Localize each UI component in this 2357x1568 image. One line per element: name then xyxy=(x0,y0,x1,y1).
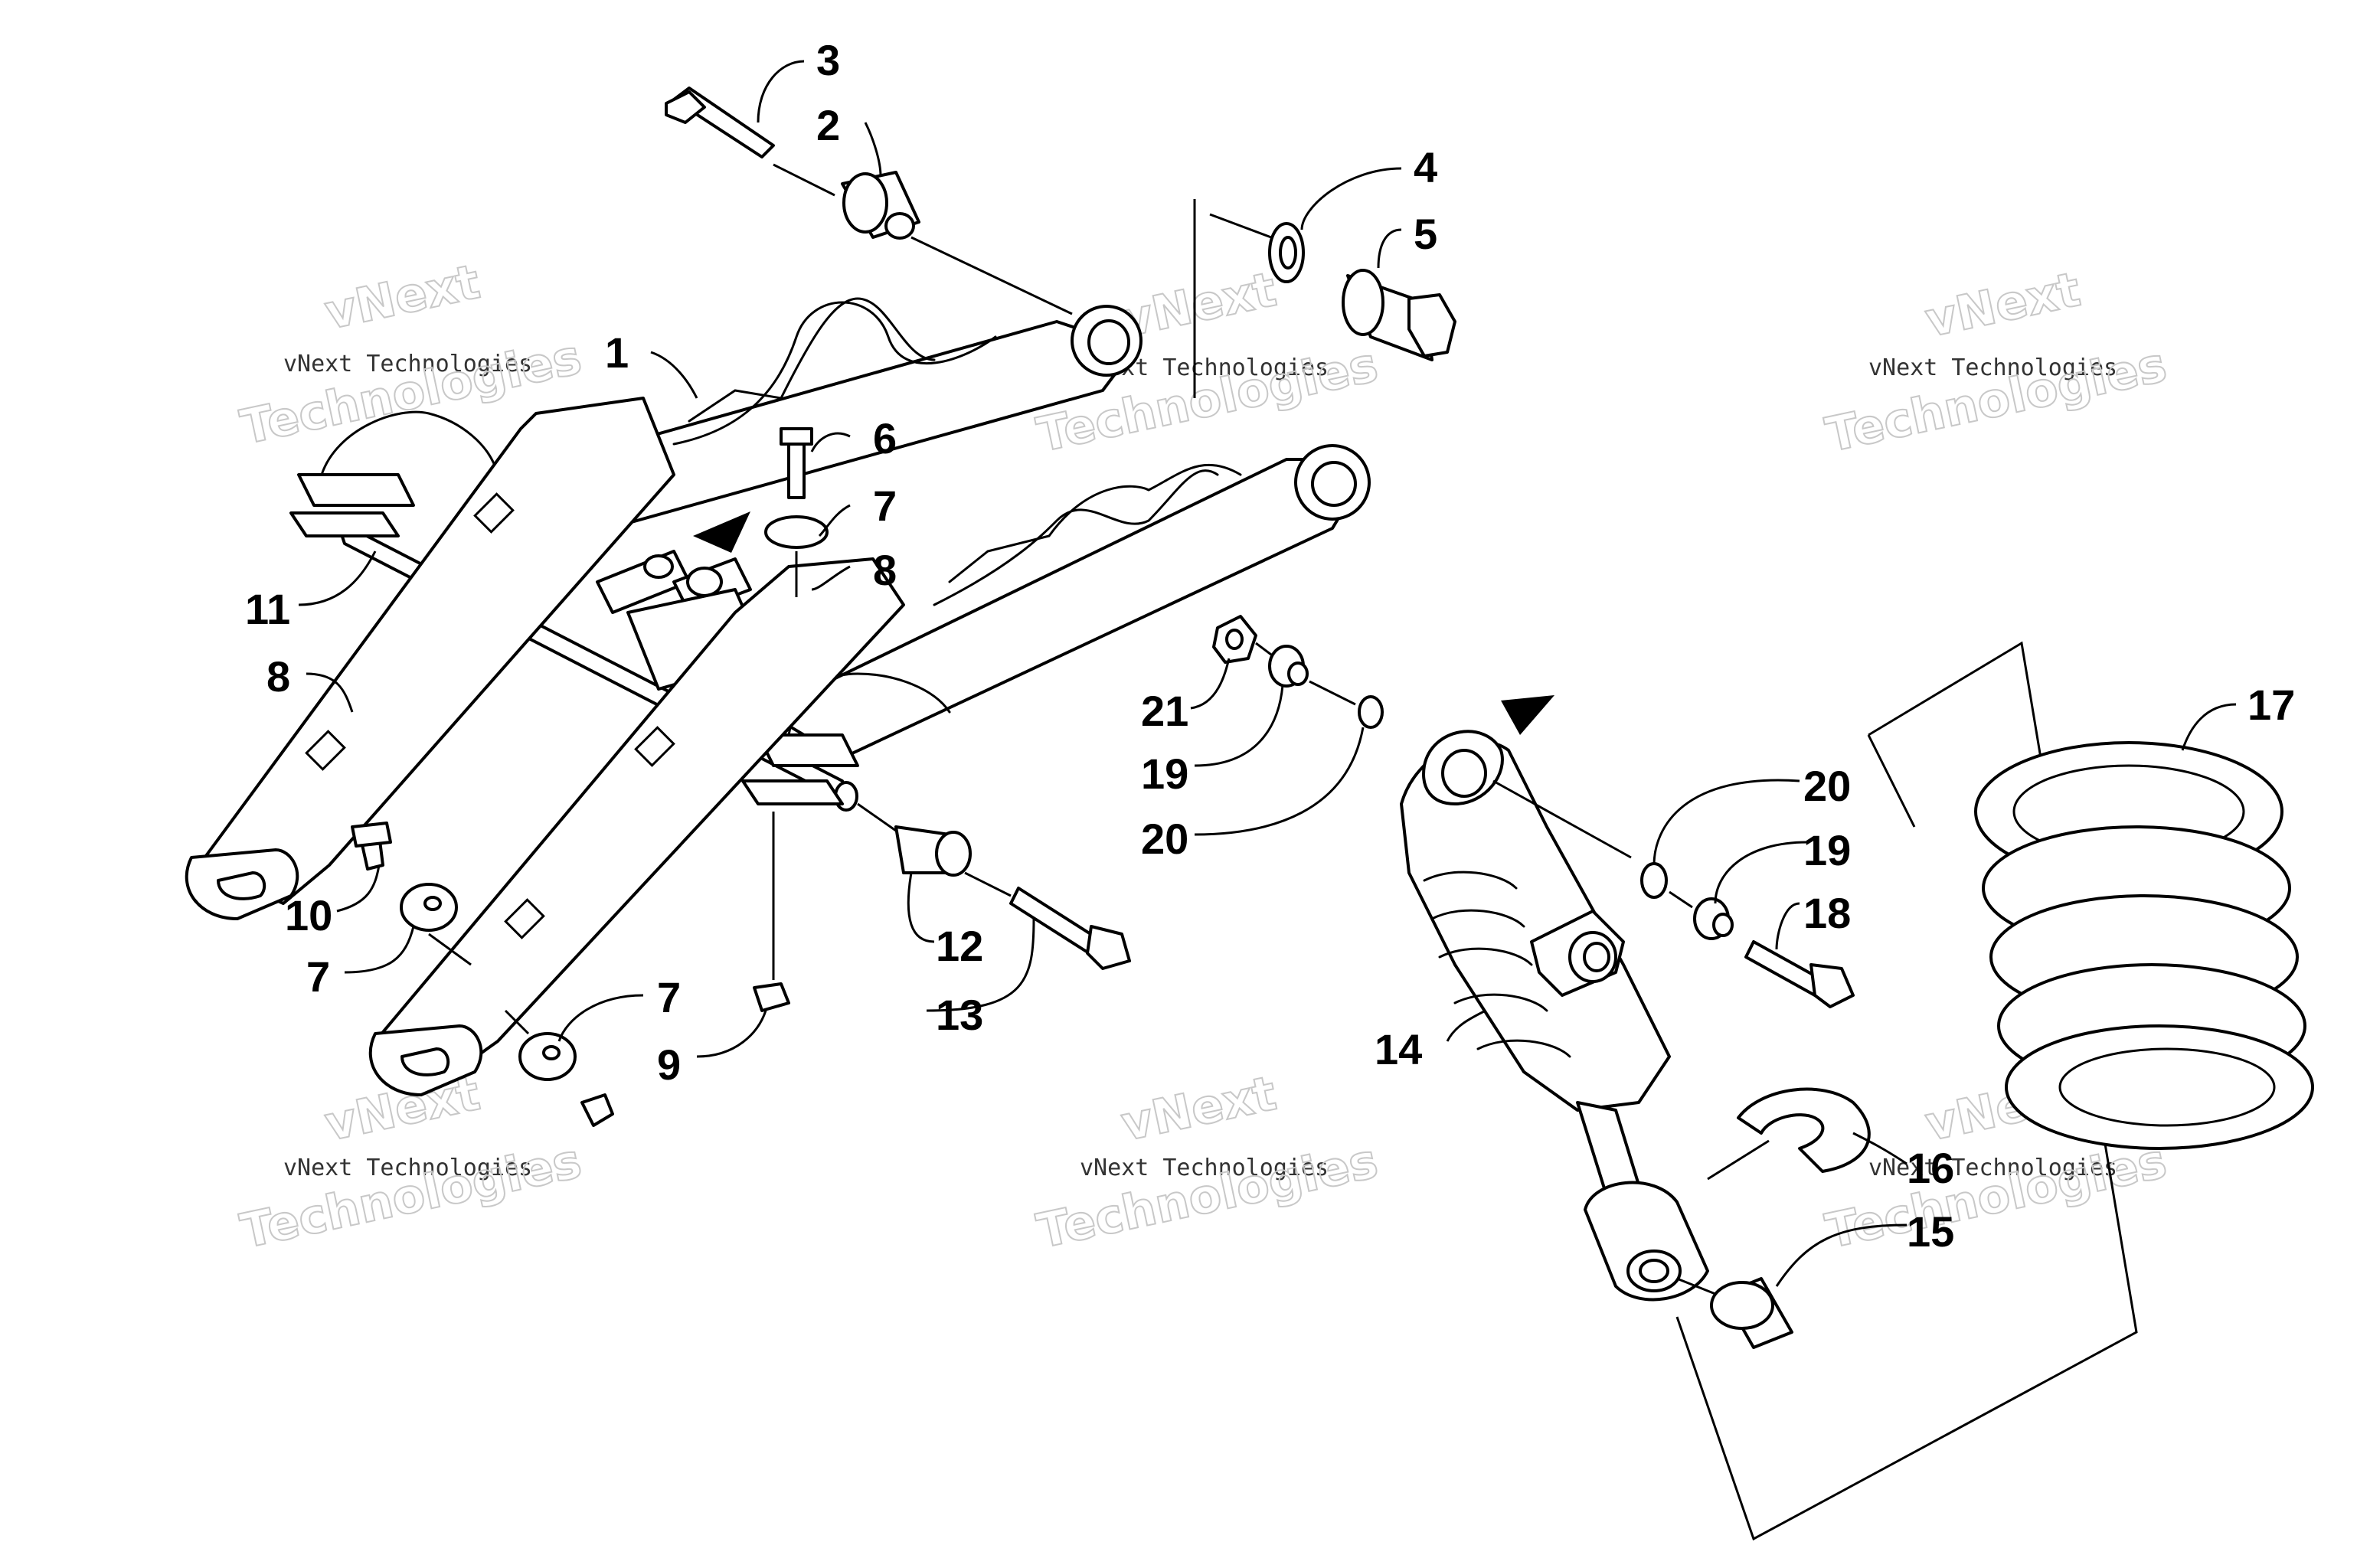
bolt-part-3 xyxy=(665,87,775,158)
callout-11: 11 xyxy=(245,585,290,633)
svg-text:vNext: vNext xyxy=(1921,261,2085,348)
callout-1: 1 xyxy=(605,328,629,377)
svg-text:Technologies: Technologies xyxy=(1821,1132,2171,1259)
bushing-part-12 xyxy=(894,825,972,877)
callout-13: 13 xyxy=(936,991,983,1039)
callout-17: 17 xyxy=(2247,681,2295,729)
callout-4: 4 xyxy=(1414,143,1437,191)
callout-16: 16 xyxy=(1907,1144,1954,1192)
callout-8-right: 8 xyxy=(873,546,897,594)
callout-20-lower: 20 xyxy=(1803,762,1851,810)
washer-part-7-lower xyxy=(518,1032,577,1081)
nut-part-9-lower xyxy=(580,1093,614,1127)
svg-text:Technologies: Technologies xyxy=(1032,1132,1382,1259)
callout-18: 18 xyxy=(1803,889,1851,937)
rail-strap-rear xyxy=(185,397,675,920)
assembly-line xyxy=(1255,642,1272,656)
spacer-part-19-lower xyxy=(1693,897,1734,940)
svg-text:Technologies: Technologies xyxy=(236,1132,586,1259)
o-ring-part-20-lower xyxy=(1640,862,1668,899)
assembly-line xyxy=(1676,1277,1716,1295)
callout-19-upper: 19 xyxy=(1141,750,1188,798)
rail-strap-front xyxy=(368,557,905,1096)
bolt-part-13 xyxy=(1009,887,1131,970)
bushing-part-2 xyxy=(841,171,920,240)
washer-part-4 xyxy=(1268,222,1305,283)
svg-text:vNext: vNext xyxy=(320,253,485,341)
coil-spring-part-17 xyxy=(1974,741,2314,1150)
washer-part-7-upper xyxy=(764,515,829,549)
assembly-line xyxy=(857,802,897,832)
o-ring-part-20-upper xyxy=(1358,695,1384,729)
assembly-line xyxy=(428,933,472,966)
direction-arrow-right xyxy=(1501,695,1554,735)
callout-10: 10 xyxy=(285,891,332,939)
callout-15: 15 xyxy=(1907,1207,1954,1256)
strap-hatch xyxy=(473,492,515,534)
svg-text:vNext Technologies: vNext Technologies xyxy=(1080,1155,1329,1181)
callout-2: 2 xyxy=(816,101,840,149)
nut-sleeve-part-5 xyxy=(1342,269,1456,361)
spring-group-box xyxy=(1867,734,1916,828)
assembly-line xyxy=(964,871,1012,897)
callout-21: 21 xyxy=(1141,687,1188,735)
callout-leaders xyxy=(298,60,2237,1287)
callout-19-lower: 19 xyxy=(1803,826,1851,874)
callout-12: 12 xyxy=(936,922,983,970)
assembly-line xyxy=(1209,213,1272,239)
callout-6: 6 xyxy=(873,414,897,462)
svg-text:vNext Technologies: vNext Technologies xyxy=(1868,354,2117,381)
callout-8-left: 8 xyxy=(266,652,290,701)
svg-text:vNext Technologies: vNext Technologies xyxy=(1868,1155,2117,1181)
svg-text:vNext: vNext xyxy=(1116,1065,1281,1152)
watermark-top-right: vNext vNext Technologies Technologies xyxy=(1820,260,2172,464)
nut-part-9-upper xyxy=(753,982,790,1012)
spring-retainer-part-16 xyxy=(1737,1087,1871,1173)
bolt-part-10 xyxy=(351,822,392,871)
assembly-line xyxy=(1669,890,1693,909)
callout-14: 14 xyxy=(1375,1025,1422,1073)
assembly-line xyxy=(1492,779,1632,859)
bolt-part-6 xyxy=(780,427,813,499)
svg-text:vNext Technologies: vNext Technologies xyxy=(283,1155,532,1181)
spring-group-box xyxy=(1675,641,2138,1541)
callout-7-lower: 7 xyxy=(657,973,681,1021)
assembly-line xyxy=(773,163,835,197)
assembly-line xyxy=(1707,1139,1770,1181)
callout-7-left: 7 xyxy=(306,952,330,1001)
bolt-part-18 xyxy=(1744,940,1855,1008)
bushing-part-15 xyxy=(1710,1277,1793,1349)
assembly-line xyxy=(910,236,1073,315)
callout-7-upper: 7 xyxy=(873,482,897,530)
spacer-part-19-upper xyxy=(1268,645,1309,688)
shock-absorber xyxy=(1400,730,1709,1302)
callout-5: 5 xyxy=(1414,210,1437,258)
watermark-bottom-center: vNext vNext Technologies Technologies xyxy=(1031,1064,1383,1260)
assembly-line xyxy=(1309,680,1356,706)
callout-labels: 3 2 4 5 1 6 7 8 11 8 10 7 7 9 12 13 21 1… xyxy=(245,36,2295,1256)
callout-20-upper: 20 xyxy=(1141,815,1188,863)
direction-arrow-left xyxy=(693,511,750,553)
callout-9: 9 xyxy=(657,1040,681,1089)
svg-text:vNext Technologies: vNext Technologies xyxy=(283,351,532,377)
assembly-line xyxy=(504,1009,530,1035)
nut-part-21 xyxy=(1212,615,1257,664)
callout-3: 3 xyxy=(816,36,840,84)
washer-part-7-left xyxy=(400,883,458,932)
